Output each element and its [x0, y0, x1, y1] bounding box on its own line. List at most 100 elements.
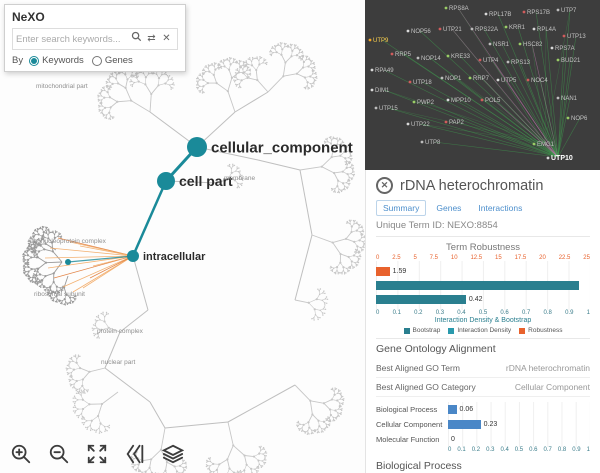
- gene-node-dot[interactable]: [420, 140, 424, 144]
- zoom-in-button[interactable]: [8, 441, 34, 467]
- gene-node-label[interactable]: NOP6: [571, 116, 588, 122]
- gene-node-label[interactable]: DIM1: [375, 88, 390, 94]
- gene-node-label[interactable]: RPS13: [511, 60, 531, 66]
- gene-node-dot[interactable]: [438, 27, 442, 31]
- tab-interactions[interactable]: Interactions: [478, 203, 523, 213]
- layers-button[interactable]: [160, 441, 186, 467]
- gene-node-dot[interactable]: [532, 27, 536, 31]
- gene-node-dot[interactable]: [440, 76, 444, 80]
- gene-node-dot[interactable]: [446, 54, 450, 58]
- gene-node-dot[interactable]: [556, 96, 560, 100]
- fit-screen-button[interactable]: [84, 441, 110, 467]
- gene-node-dot[interactable]: [518, 42, 522, 46]
- gene-node-dot[interactable]: [506, 60, 510, 64]
- gene-node-dot[interactable]: [470, 27, 474, 31]
- gene-node-dot[interactable]: [408, 80, 412, 84]
- gene-node-dot[interactable]: [556, 8, 560, 12]
- gene-node-label[interactable]: RRP7: [473, 76, 490, 82]
- gene-node-label[interactable]: UTP10: [551, 155, 573, 162]
- gene-node-label[interactable]: KRR1: [509, 25, 526, 31]
- gene-node-dot[interactable]: [566, 116, 570, 120]
- gene-node-dot[interactable]: [522, 10, 526, 14]
- gene-node-dot[interactable]: [496, 78, 500, 82]
- gene-node-dot[interactable]: [374, 106, 378, 110]
- swap-icon[interactable]: ⇄: [147, 33, 156, 44]
- close-icon[interactable]: ✕: [376, 177, 393, 194]
- gene-node-dot[interactable]: [446, 98, 450, 102]
- gene-node-dot[interactable]: [532, 142, 536, 146]
- term-node-label[interactable]: intracellular: [143, 251, 206, 263]
- term-node[interactable]: [157, 172, 175, 190]
- gene-node-dot[interactable]: [444, 120, 448, 124]
- gene-node-dot[interactable]: [478, 58, 482, 62]
- gene-node-dot[interactable]: [562, 34, 566, 38]
- gene-node-dot[interactable]: [546, 156, 550, 160]
- gene-node-label[interactable]: RPS17B: [527, 10, 550, 16]
- gene-node-label[interactable]: RPA49: [375, 68, 394, 74]
- gene-node-label[interactable]: UTP4: [483, 58, 499, 64]
- gene-node-dot[interactable]: [550, 46, 554, 50]
- gene-node-label[interactable]: NSR1: [493, 42, 510, 48]
- gene-node-dot[interactable]: [526, 78, 530, 82]
- gene-node-label[interactable]: UTP13: [567, 34, 586, 40]
- term-node-label[interactable]: cell part: [179, 173, 233, 189]
- tab-summary[interactable]: Summary: [376, 200, 427, 216]
- gene-node-dot[interactable]: [416, 56, 420, 60]
- gene-node-label[interactable]: RPS22A: [475, 27, 498, 33]
- gene-node-dot[interactable]: [406, 122, 410, 126]
- gene-node-label[interactable]: UTP21: [443, 27, 462, 33]
- gene-node-label[interactable]: NAN1: [561, 96, 578, 102]
- gene-node-label[interactable]: BUD21: [561, 58, 581, 64]
- search-by-genes-radio[interactable]: Genes: [91, 55, 133, 66]
- gene-node-label[interactable]: UTP15: [379, 106, 398, 112]
- gene-node-label[interactable]: HSC82: [523, 42, 543, 48]
- gene-node-label[interactable]: UTP9: [373, 38, 389, 44]
- radio-icon[interactable]: [29, 55, 40, 66]
- gene-node-dot[interactable]: [368, 38, 372, 42]
- gene-node-label[interactable]: RRP5: [395, 52, 412, 58]
- term-node[interactable]: [127, 250, 139, 262]
- search-icon[interactable]: [129, 31, 144, 47]
- gene-node-label[interactable]: RPL17B: [489, 12, 511, 18]
- gene-node-dot[interactable]: [488, 42, 492, 46]
- gene-node-dot[interactable]: [412, 100, 416, 104]
- gene-node-label[interactable]: UTP7: [561, 8, 577, 14]
- gene-node-label[interactable]: NOP56: [411, 29, 431, 35]
- search-by-keywords-radio[interactable]: Keywords: [29, 55, 84, 66]
- gene-node-dot[interactable]: [390, 52, 394, 56]
- gene-node-label[interactable]: RPL4A: [537, 27, 556, 33]
- clear-search-icon[interactable]: ✕: [162, 33, 171, 44]
- term-node[interactable]: [187, 137, 207, 157]
- gene-node-label[interactable]: NOP14: [421, 56, 441, 62]
- gene-node-dot[interactable]: [484, 12, 488, 16]
- gene-node-label[interactable]: POL5: [485, 98, 501, 104]
- gene-node-dot[interactable]: [370, 88, 374, 92]
- search-input[interactable]: [16, 33, 129, 45]
- collapse-tree-button[interactable]: [122, 441, 148, 467]
- radio-icon[interactable]: [91, 55, 102, 66]
- gene-node-label[interactable]: RPS7A: [555, 46, 575, 52]
- gene-node-label[interactable]: UTP5: [501, 78, 517, 84]
- gene-node-dot[interactable]: [504, 25, 508, 29]
- gene-node-label[interactable]: EMG1: [537, 142, 555, 148]
- gene-node-dot[interactable]: [556, 58, 560, 62]
- zoom-out-button[interactable]: [46, 441, 72, 467]
- term-node-label[interactable]: cellular_component: [211, 139, 353, 156]
- gene-node-label[interactable]: UTP8: [425, 140, 441, 146]
- gene-node-label[interactable]: NOC4: [531, 78, 548, 84]
- gene-node-label[interactable]: UTP22: [411, 122, 430, 128]
- gene-node-dot[interactable]: [406, 29, 410, 33]
- gene-node-label[interactable]: RPS8A: [449, 6, 469, 12]
- gene-node-label[interactable]: NOP1: [445, 76, 462, 82]
- gene-node-label[interactable]: KRE33: [451, 54, 471, 60]
- gene-node-dot[interactable]: [480, 98, 484, 102]
- gene-node-dot[interactable]: [468, 76, 472, 80]
- gene-node-label[interactable]: PWP2: [417, 100, 435, 106]
- tab-genes[interactable]: Genes: [436, 203, 462, 213]
- gene-node-dot[interactable]: [370, 68, 374, 72]
- gene-node-dot[interactable]: [444, 6, 448, 10]
- gene-node-label[interactable]: UTP18: [413, 80, 432, 86]
